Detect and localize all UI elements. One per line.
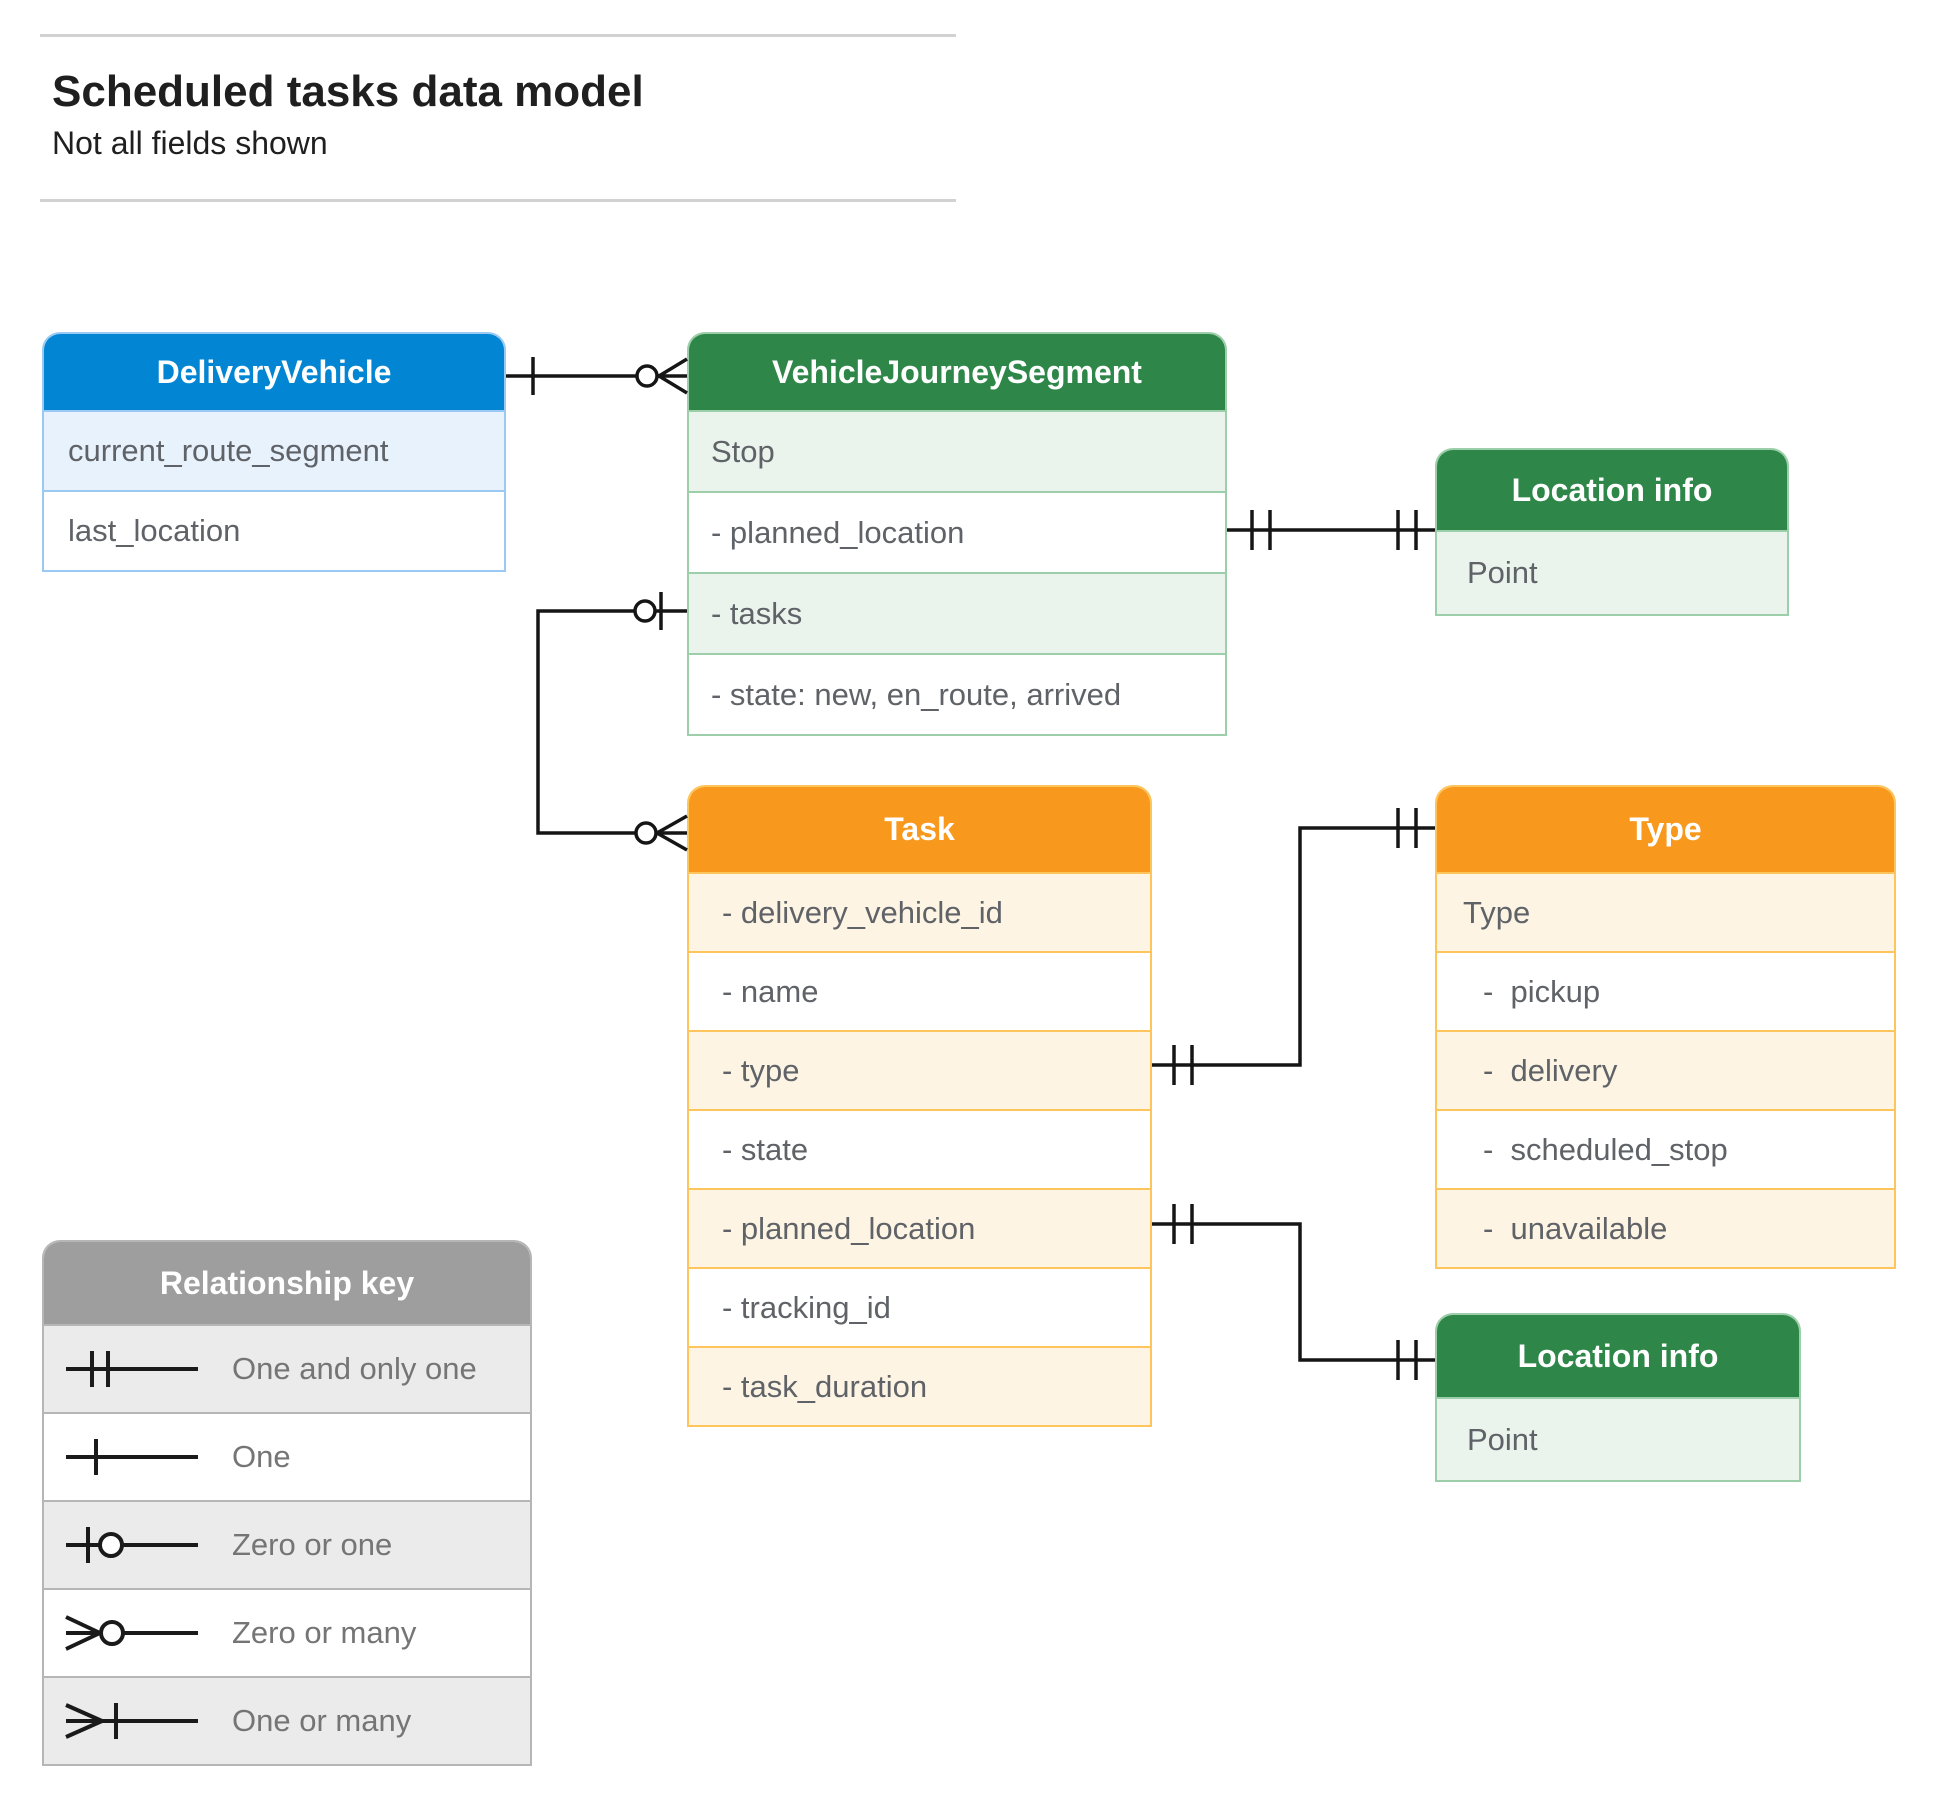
legend-label: One (232, 1439, 291, 1474)
subtitle-rule (40, 199, 956, 202)
zero-or-many-icon (65, 1615, 198, 1651)
field-row: Point (1437, 1397, 1799, 1480)
field-row: - planned_location (689, 1188, 1150, 1267)
page-title: Scheduled tasks data model (52, 67, 644, 116)
legend-row: Zero or many (44, 1588, 530, 1676)
legend-row: One or many (44, 1676, 530, 1764)
legend-row: Zero or one (44, 1500, 530, 1588)
field-row: - delivery_vehicle_id (689, 872, 1150, 951)
entity-type: Type Type - pickup - delivery - schedule… (1435, 785, 1896, 1269)
entity-title: Location info (1437, 450, 1787, 530)
field-row: - tasks (689, 572, 1225, 653)
legend-row: One (44, 1412, 530, 1500)
wire-segment-locationinfo-top (1227, 510, 1435, 550)
legend-row: One and only one (44, 1324, 530, 1412)
entity-title: Location info (1437, 1315, 1799, 1397)
wire-task-locationinfo-bottom (1152, 1204, 1435, 1380)
field-row: - unavailable (1437, 1188, 1894, 1267)
field-row: - tracking_id (689, 1267, 1150, 1346)
legend-label: Zero or one (232, 1527, 393, 1562)
entity-title: VehicleJourneySegment (689, 334, 1225, 410)
field-row: - name (689, 951, 1150, 1030)
one-and-only-one-icon (66, 1351, 198, 1387)
page-subtitle: Not all fields shown (52, 125, 328, 161)
top-rule (40, 34, 956, 37)
field-row: - state (689, 1109, 1150, 1188)
relationship-key: Relationship key One and only one One Ze… (42, 1240, 532, 1766)
entity-title: DeliveryVehicle (44, 334, 504, 410)
field-row: Type (1437, 872, 1894, 951)
field-row: - type (689, 1030, 1150, 1109)
legend-title: Relationship key (44, 1242, 530, 1324)
one-or-many-icon (65, 1703, 198, 1739)
field-row: - state: new, en_route, arrived (689, 653, 1225, 734)
one-icon (66, 1439, 198, 1475)
field-row: - scheduled_stop (1437, 1109, 1894, 1188)
field-row: Point (1437, 530, 1787, 614)
legend-label: One or many (232, 1703, 412, 1738)
legend-label: One and only one (232, 1351, 477, 1386)
wire-segment-task (536, 592, 688, 852)
field-row: - task_duration (689, 1346, 1150, 1425)
zero-or-one-icon (66, 1527, 198, 1563)
entity-vehicle-journey-segment: VehicleJourneySegment Stop - planned_loc… (687, 332, 1227, 736)
entity-location-info-top: Location info Point (1435, 448, 1789, 616)
field-row: - planned_location (689, 491, 1225, 572)
field-row: last_location (44, 490, 504, 570)
entity-title: Task (689, 787, 1150, 872)
legend-label: Zero or many (232, 1615, 417, 1650)
wire-deliveryvehicle-vehiclejourneysegment (506, 357, 688, 395)
field-row: - delivery (1437, 1030, 1894, 1109)
entity-delivery-vehicle: DeliveryVehicle current_route_segment la… (42, 332, 506, 572)
wire-task-type (1152, 808, 1435, 1085)
field-row: current_route_segment (44, 410, 504, 490)
field-row: - pickup (1437, 951, 1894, 1030)
entity-task: Task - delivery_vehicle_id - name - type… (687, 785, 1152, 1427)
entity-location-info-bottom: Location info Point (1435, 1313, 1801, 1482)
entity-title: Type (1437, 787, 1894, 872)
field-row: Stop (689, 410, 1225, 491)
